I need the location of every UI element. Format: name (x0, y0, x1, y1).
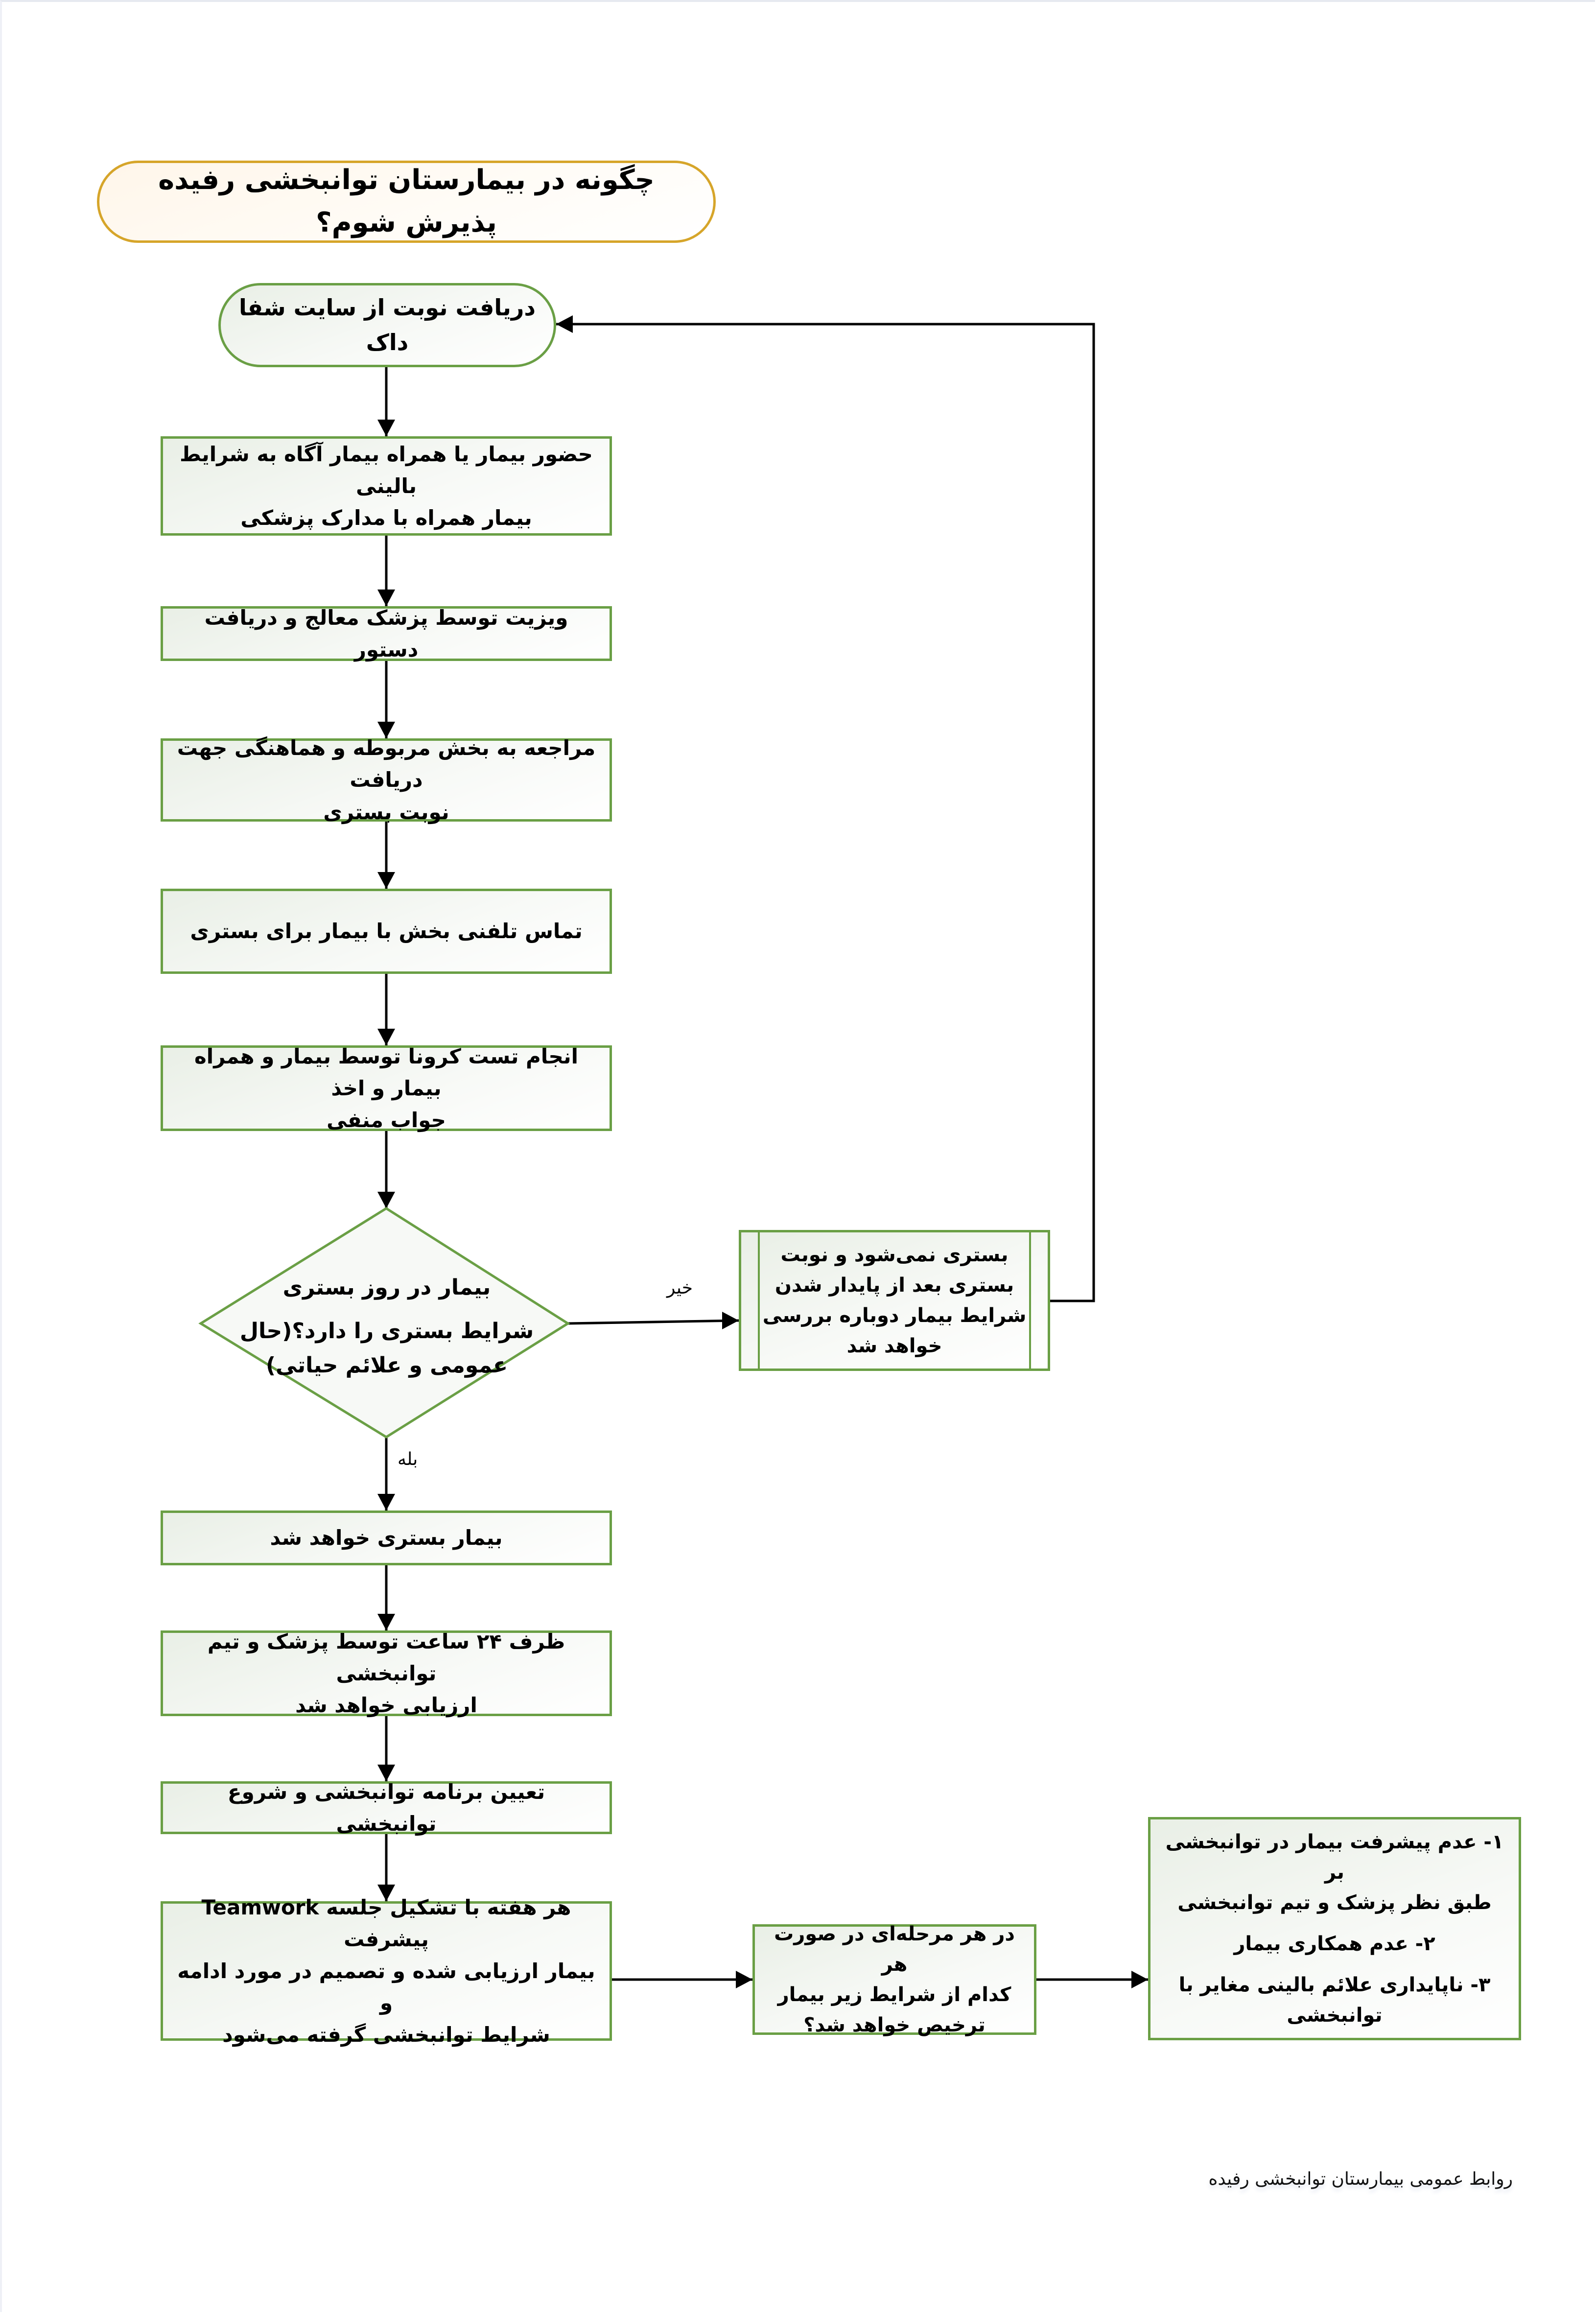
edge-label-yes: بله (398, 1449, 418, 1469)
step-text: ظرف ۲۴ ساعت توسط پزشک و تیم توانبخشی ارز… (207, 1629, 565, 1718)
edge-teamwork-to-discharge (612, 1971, 752, 1988)
process-bar-left (758, 1232, 760, 1369)
criteria-item: ۱- عدم پیشرفت بیمار در توانبخشی بر طبق ن… (1165, 1831, 1504, 1914)
arrowhead (377, 722, 395, 738)
edge-discharge-to-criteria (1036, 1971, 1148, 1988)
arrowhead (1131, 1971, 1148, 1988)
step-text: ویزیت توسط پزشک معالج و دریافت دستور (204, 605, 568, 661)
step-weekly-teamwork: هر هفته با تشکیل جلسه Teamwork پیشرفت بی… (161, 1895, 612, 2047)
step-24h-evaluation: ظرف ۲۴ ساعت توسط پزشک و تیم توانبخشی ارز… (161, 1629, 612, 1717)
page-title: چگونه در بیمارستان توانبخشی رفیده پذیرش … (97, 161, 716, 243)
edge-loop-back-to-start (556, 315, 1095, 1302)
not-admitted-text: بستری نمی‌شود و نوبت بستری بعد از پایدار… (762, 1244, 1027, 1357)
decision-text: بیمار در روز بستری شرایط بستری را دارد؟(… (230, 1253, 543, 1400)
edge-label-no: خیر (667, 1278, 693, 1298)
step-physician-visit: ویزیت توسط پزشک معالج و دریافت دستور (161, 606, 612, 661)
arrowhead (736, 1971, 752, 1988)
edge-call-to-covid (377, 974, 395, 1045)
discharge-question-node: در هر مرحله‌ای در صورت هر کدام از شرایط … (752, 1923, 1036, 2036)
step-text: بیمار بستری خواهد شد (270, 1526, 503, 1550)
arrowhead (377, 872, 395, 889)
edge-presence-to-visit (377, 536, 395, 606)
step-text: انجام تست کرونا توسط بیمار و همراه بیمار… (194, 1044, 578, 1133)
step-ward-coordination: مراجعه به بخش مربوطه و هماهنگی جهت دریاف… (161, 736, 612, 824)
step-text: تماس تلفنی بخش با بیمار برای بستری (190, 919, 583, 944)
step-phone-call: تماس تلفنی بخش با بیمار برای بستری (161, 889, 612, 974)
arrowhead (722, 1312, 739, 1329)
criteria-item: ۳- ناپایداری علائم بالینی مغایر با توانب… (1178, 1974, 1491, 2027)
edge-plan-to-teamwork (377, 1834, 395, 1901)
edge-start-to-presence (377, 367, 395, 436)
edge-decision-yes (377, 1437, 395, 1511)
arrowhead (377, 1029, 395, 1045)
step-text: حضور بیمار یا همراه بیمار آگاه به شرایط … (180, 442, 593, 530)
arrowhead (377, 1494, 395, 1511)
step-text: هر هفته با تشکیل جلسه Teamwork پیشرفت بی… (177, 1895, 595, 2047)
step-text: تعیین برنامه توانبخشی و شروع توانبخشی (227, 1779, 545, 1836)
arrowhead (377, 1192, 395, 1208)
decision-line-2: شرایط بستری را دارد؟(حال (239, 1318, 534, 1344)
not-admitted-node: بستری نمی‌شود و نوبت بستری بعد از پایدار… (739, 1230, 1050, 1371)
decision-diamond (198, 1207, 570, 1439)
arrowhead (377, 1614, 395, 1630)
process-bar-right (1029, 1232, 1031, 1369)
criteria-item: ۲- عدم همکاری بیمار (1234, 1933, 1435, 1955)
edge-coordination-to-call (377, 822, 395, 889)
step-rehab-plan: تعیین برنامه توانبخشی و شروع توانبخشی (161, 1780, 612, 1836)
start-node: دریافت نوبت از سایت شفا داک (218, 283, 556, 367)
discharge-question-text: در هر مرحله‌ای در صورت هر کدام از شرایط … (774, 1923, 1015, 2036)
arrowhead (377, 1885, 395, 1901)
arrowhead (377, 420, 395, 436)
edge-covid-to-decision (377, 1131, 395, 1208)
edge-decision-no (567, 1312, 739, 1329)
arrowhead (556, 315, 573, 333)
edge-eval-to-plan (377, 1716, 395, 1781)
step-patient-presence: حضور بیمار یا همراه بیمار آگاه به شرایط … (161, 436, 612, 536)
edge-admitted-to-eval (377, 1565, 395, 1630)
edge-visit-to-coordination (377, 661, 395, 738)
step-text: مراجعه به بخش مربوطه و هماهنگی جهت دریاف… (177, 736, 596, 824)
decision-line-1: بیمار در روز بستری (282, 1275, 491, 1300)
start-node-text: دریافت نوبت از سایت شفا داک (239, 294, 536, 355)
step-covid-test: انجام تست کرونا توسط بیمار و همراه بیمار… (161, 1044, 612, 1132)
page-title-text: چگونه در بیمارستان توانبخشی رفیده پذیرش … (158, 164, 655, 238)
discharge-criteria-node: ۱- عدم پیشرفت بیمار در توانبخشی بر طبق ن… (1148, 1817, 1521, 2040)
step-admitted: بیمار بستری خواهد شد (161, 1511, 612, 1565)
arrowhead (377, 590, 395, 606)
arrowhead (377, 1765, 395, 1781)
decision-line-3: عمومی و علائم حیاتی) (265, 1353, 508, 1378)
footer-credit: روابط عمومی بیمارستان توانبخشی رفیده (1208, 2169, 1513, 2189)
